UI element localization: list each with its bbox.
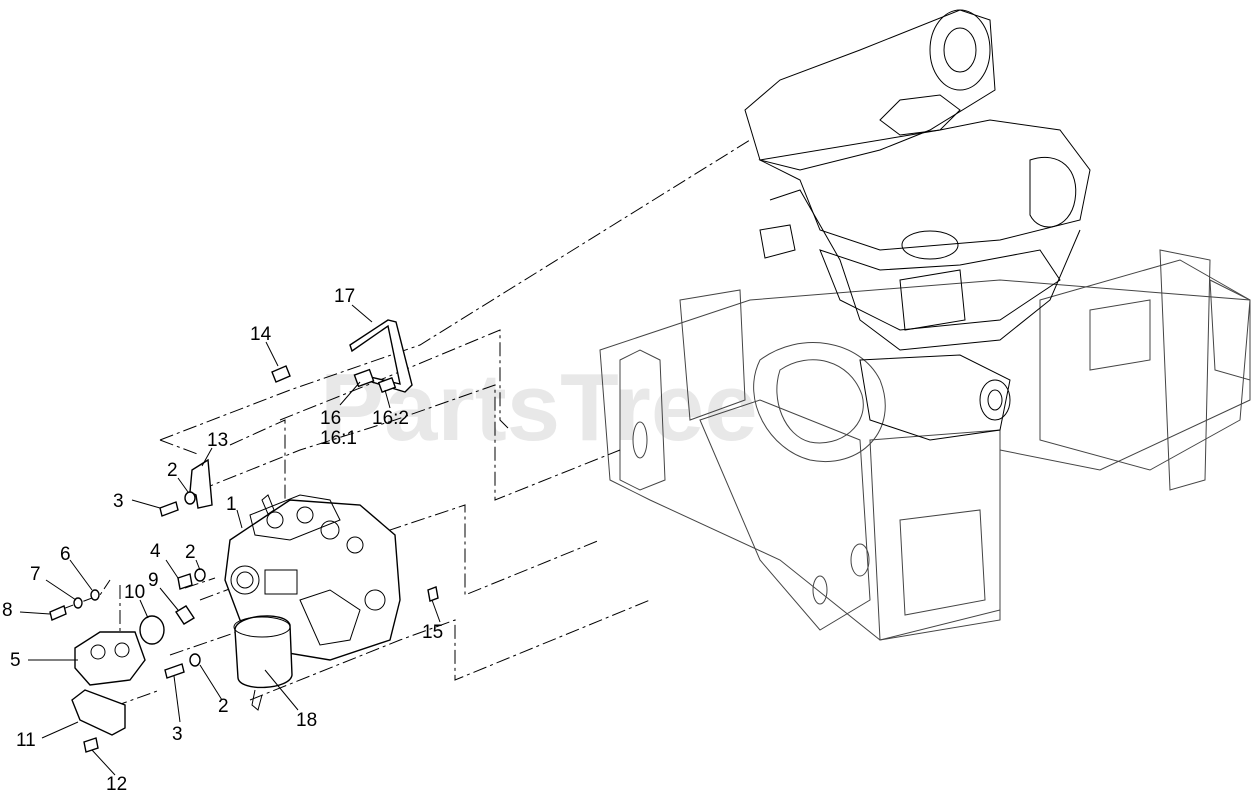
callout-11: 11 <box>16 730 36 751</box>
part-7-lock-washer <box>73 597 83 609</box>
callout-7: 7 <box>30 564 41 585</box>
partstree-watermark: PartsTree <box>320 354 758 461</box>
part-2-washer-lower <box>189 653 201 667</box>
callout-2-upper: 2 <box>167 460 178 481</box>
part-11-bracket <box>71 689 126 736</box>
part-8-bolt <box>49 605 67 621</box>
callout-3-lower: 3 <box>172 724 183 745</box>
callout-16-2: 16:2 <box>372 408 409 429</box>
callout-5: 5 <box>10 650 21 671</box>
engine-assembly <box>744 9 1091 441</box>
callout-16-1: 16:1 <box>320 428 357 449</box>
callout-16: 16 <box>320 408 341 429</box>
callout-1: 1 <box>226 494 237 515</box>
callout-2-lower: 2 <box>218 696 229 717</box>
part-18-filter <box>233 615 293 711</box>
callout-6: 6 <box>60 544 71 565</box>
callout-2-middle: 2 <box>185 542 196 563</box>
part-12-bolt <box>83 737 99 753</box>
part-9-sleeve <box>175 605 195 625</box>
callout-labels: 17 14 16 16:1 16:2 13 2 3 1 4 2 6 7 9 10… <box>2 286 443 795</box>
part-4-pin <box>177 573 193 590</box>
callout-14: 14 <box>250 324 272 345</box>
part-6-washer <box>90 589 100 601</box>
tractor-frame <box>599 249 1251 641</box>
callout-9: 9 <box>148 570 159 591</box>
part-2-washer-upper <box>184 491 196 505</box>
callout-17: 17 <box>334 286 355 307</box>
callout-12: 12 <box>106 774 127 795</box>
callout-4: 4 <box>150 541 161 562</box>
part-3-bolt-upper <box>159 501 179 517</box>
part-2-washer-middle <box>194 568 206 582</box>
part-10-o-ring <box>139 615 165 645</box>
part-5-charge-pump <box>74 631 146 686</box>
callout-3-upper: 3 <box>113 491 124 512</box>
callout-15: 15 <box>422 622 443 643</box>
callout-13: 13 <box>207 430 228 451</box>
callout-18: 18 <box>296 710 317 731</box>
part-3-bolt-lower <box>164 663 185 679</box>
leader-lines <box>19 304 441 776</box>
part-15-bolt <box>427 586 439 602</box>
callout-8: 8 <box>2 600 13 621</box>
part-14-clip <box>271 365 291 383</box>
callout-10: 10 <box>124 582 145 603</box>
